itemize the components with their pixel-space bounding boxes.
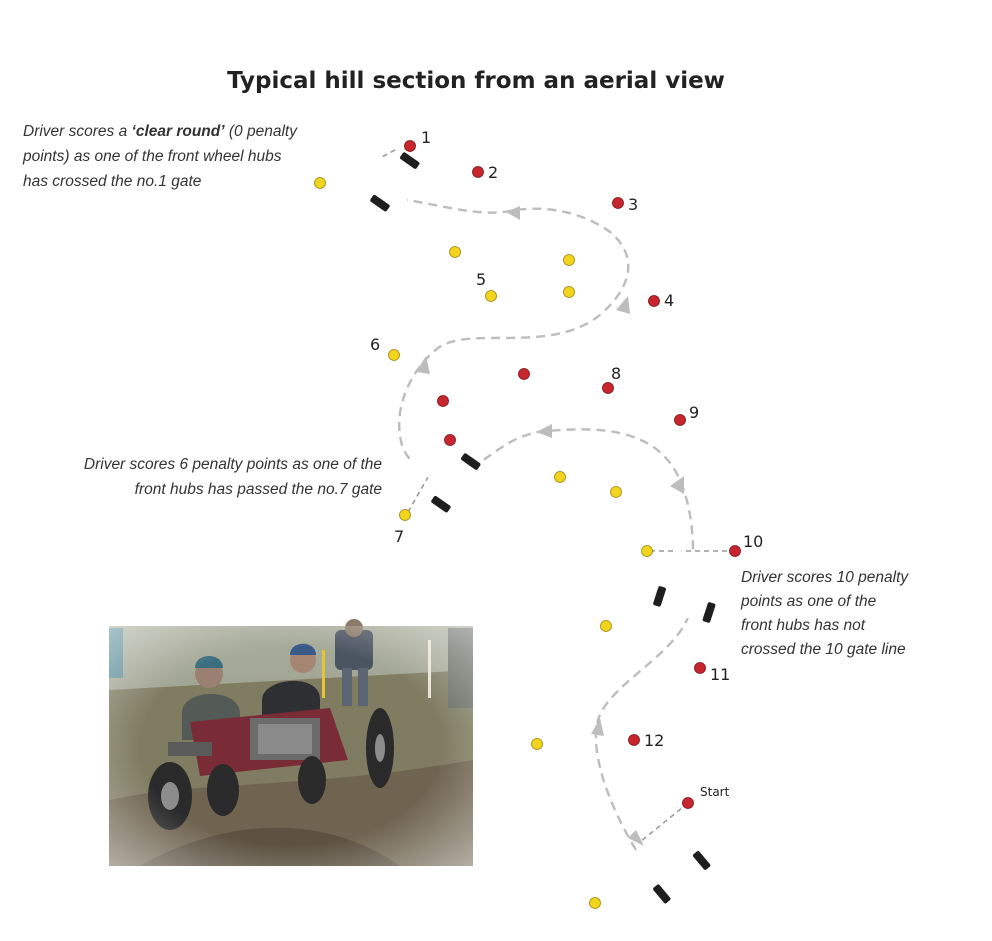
annotation-six-penalty-line1: Driver scores 6 penalty points as one of… (84, 456, 382, 473)
yellow-marker-gate-6 (388, 349, 400, 361)
red-marker-gate-3 (612, 197, 624, 209)
annotation-clear-round-line3: has crossed the no.1 gate (23, 173, 202, 190)
trial-car-photo (109, 619, 473, 866)
gate-number-3: 3 (628, 195, 638, 214)
gate-number-8: 8 (611, 364, 621, 383)
red-marker-gate-2 (472, 166, 484, 178)
red-marker-gate-1 (404, 140, 416, 152)
gate-number-5: 5 (476, 270, 486, 289)
yellow-marker (563, 254, 575, 266)
path-arrow (506, 206, 520, 220)
path-arrow (591, 718, 604, 736)
gate-1-line (379, 149, 396, 159)
yellow-marker (563, 286, 575, 298)
annotation-clear-round-line2: points) as one of the front wheel hubs (22, 148, 282, 165)
red-marker-gate-10 (729, 545, 741, 557)
annotation-six-penalty-line2: front hubs has passed the no.7 gate (135, 481, 383, 498)
gate-number-6: 6 (370, 335, 380, 354)
gate-number-7: 7 (394, 527, 404, 546)
start-label: Start (700, 785, 730, 799)
yellow-marker (600, 620, 612, 632)
diagram-title: Typical hill section from an aerial view (227, 68, 725, 94)
yellow-marker-gate-10 (641, 545, 653, 557)
red-marker (518, 368, 530, 380)
annotation-clear-round-bold: ‘clear round’ (132, 123, 226, 140)
yellow-marker (554, 471, 566, 483)
gate-number-4: 4 (664, 291, 674, 310)
yellow-marker (531, 738, 543, 750)
annotation-clear-round: Driver scores a ‘clear round’ (0 penalty… (22, 123, 298, 190)
path-arrow (536, 424, 552, 438)
annotation-six-penalty: Driver scores 6 penalty points as one of… (84, 456, 382, 498)
gate-number-2: 2 (488, 163, 498, 182)
start-gate-line (639, 802, 689, 843)
annotation-ten-penalty-line4: crossed the 10 gate line (741, 641, 906, 658)
yellow-marker-gate-1 (314, 177, 326, 189)
path-arrow (670, 476, 684, 494)
gate-number-11: 11 (710, 665, 730, 684)
gate-number-10: 10 (743, 532, 763, 551)
path-arrow (628, 830, 644, 846)
red-marker-start (682, 797, 694, 809)
annotation-ten-penalty-line3: front hubs has not (741, 617, 866, 634)
path-arrow (416, 356, 430, 374)
red-marker-gate-4 (648, 295, 660, 307)
yellow-marker-gate-7 (399, 509, 411, 521)
red-marker (437, 395, 449, 407)
svg-text:Driver scores a ‘clear round’: Driver scores a ‘clear round’ (0 penalty (23, 123, 298, 140)
red-marker-gate-8 (602, 382, 614, 394)
yellow-marker (449, 246, 461, 258)
annotation-clear-round-line1-post: (0 penalty (225, 123, 299, 140)
gate-number-9: 9 (689, 403, 699, 422)
car-gate-7 (396, 428, 483, 515)
annotation-ten-penalty-line1: Driver scores 10 penalty (741, 569, 909, 586)
driving-path (398, 198, 695, 851)
red-marker-gate-9 (674, 414, 686, 426)
red-marker-gate-12 (628, 734, 640, 746)
car-gate-10 (652, 545, 729, 626)
red-marker-gate-11 (694, 662, 706, 674)
yellow-markers (314, 177, 653, 909)
gate-number-1: 1 (421, 128, 431, 147)
yellow-marker-gate-5 (485, 290, 497, 302)
yellow-marker-start (589, 897, 601, 909)
annotation-ten-penalty-line2: points as one of the (740, 593, 877, 610)
annotation-ten-penalty: Driver scores 10 penalty points as one o… (740, 569, 909, 658)
red-marker-gate-7 (444, 434, 456, 446)
yellow-marker (610, 486, 622, 498)
red-markers (404, 140, 741, 809)
path-arrow (616, 296, 630, 314)
gate-numbers: 1 2 3 4 5 6 7 8 9 10 11 12 Start (370, 128, 763, 799)
gate-number-12: 12 (644, 731, 664, 750)
annotation-clear-round-line1-pre: Driver scores a (23, 123, 132, 140)
car-start (625, 818, 713, 906)
